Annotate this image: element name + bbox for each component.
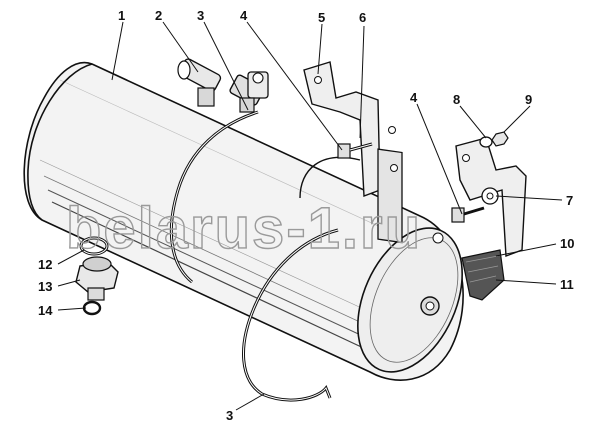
leader-9 [503,105,531,133]
leader-10 [495,243,557,257]
bolt-left [337,142,373,159]
receiver-tank [23,61,464,381]
watermark: belarus-1.ru [66,196,422,261]
leader-12 [57,249,85,265]
rubber-pad [461,249,505,301]
leader-3b [235,393,265,411]
bracket-left [303,61,403,244]
washer [479,136,493,148]
callout-4a: 4 [240,8,248,23]
callout-4b: 4 [410,90,418,105]
callout-2: 2 [155,8,162,23]
bracket-right [455,137,527,257]
callout-6: 6 [359,10,366,25]
drain-valve-assembly [75,236,119,316]
callout-7: 7 [566,193,573,208]
callout-5: 5 [318,10,325,25]
callout-11: 11 [560,277,574,292]
leader-11 [495,279,557,285]
nut [491,131,509,147]
leader-2 [162,21,199,73]
leader-8 [459,105,487,139]
drain-ring-pull [82,300,102,316]
callout-10: 10 [560,236,574,251]
callout-3a: 3 [197,8,204,23]
leader-5 [317,23,323,75]
bolt-right [451,206,485,223]
leader-13 [57,279,81,287]
leader-7 [495,195,563,201]
callout-14: 14 [38,303,53,318]
leader-1 [111,21,124,81]
leader-3a [203,21,249,111]
leader-lines [57,21,563,411]
leader-6 [359,25,365,139]
callout-8: 8 [453,92,460,107]
callout-12: 12 [38,257,52,272]
leader-4a [246,21,343,151]
leader-4b [416,103,463,215]
leader-14 [57,307,87,311]
callouts: 1 2 3 4 5 6 4 8 9 7 10 11 12 13 14 3 [38,8,574,423]
valve-fitting [177,58,269,113]
callout-9: 9 [525,92,532,107]
callout-1: 1 [118,8,125,23]
callout-13: 13 [38,279,52,294]
callout-3b: 3 [226,408,233,423]
